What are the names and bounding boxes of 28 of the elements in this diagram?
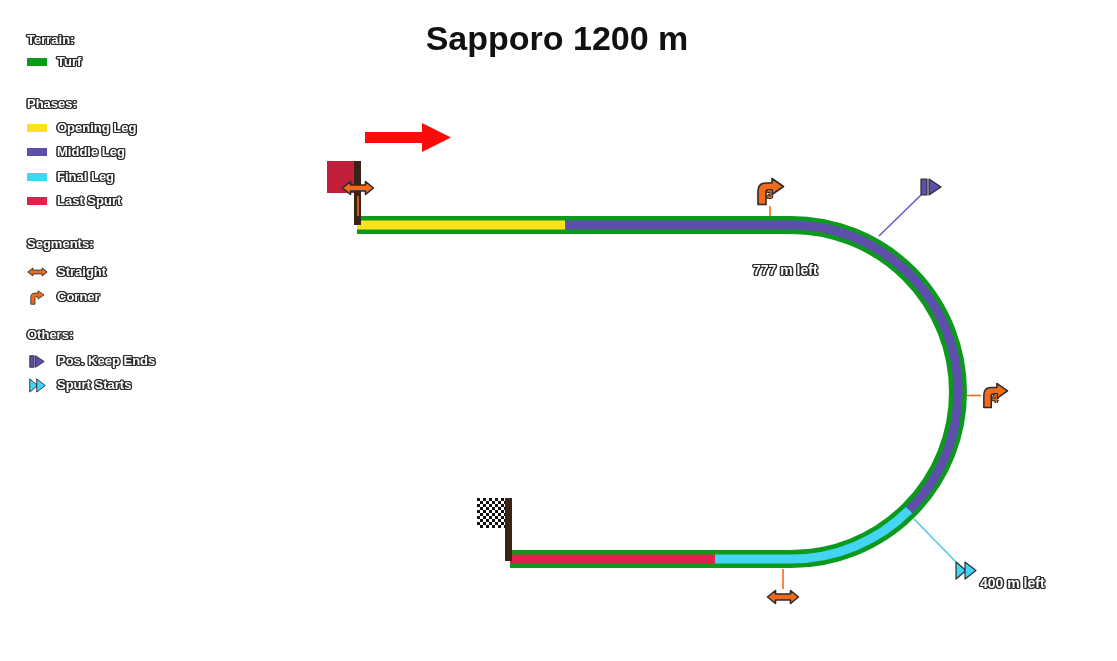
legend-label: Pos. Keep Ends [57, 353, 156, 369]
legend-label: Corner [57, 289, 100, 305]
legend-label: Straight [57, 264, 107, 280]
leader-line [878, 194, 922, 237]
distance-label: 400 m left [980, 575, 1045, 591]
legend-label: Middle Leg [57, 144, 125, 160]
corner-number: 3 [767, 190, 773, 201]
legend-heading: Segments: [27, 236, 94, 252]
title: Sapporo 1200 m [425, 18, 689, 59]
double-arrow-icon [766, 589, 800, 605]
fast-forward-icon [955, 561, 977, 580]
leader-line [913, 518, 957, 563]
corner-number: 4 [992, 394, 998, 405]
legend-label: Last Spurt [57, 193, 122, 209]
leader-line [782, 568, 784, 590]
legend-heading: Phases: [27, 96, 77, 112]
double-arrow-icon [341, 180, 375, 196]
leader-line [769, 205, 771, 217]
legend-heading: Others: [27, 327, 74, 343]
distance-label: 777 m left [753, 262, 818, 278]
legend-label: Final Leg [57, 169, 115, 185]
legend-label: Turf [57, 54, 82, 70]
bar-triangle-icon [920, 178, 942, 196]
legend-label: Spurt Starts [57, 377, 132, 393]
leader-line [357, 195, 359, 217]
legend-heading: Terrain: [27, 32, 75, 48]
legend-label: Opening Leg [57, 120, 137, 136]
leader-line [966, 394, 982, 397]
